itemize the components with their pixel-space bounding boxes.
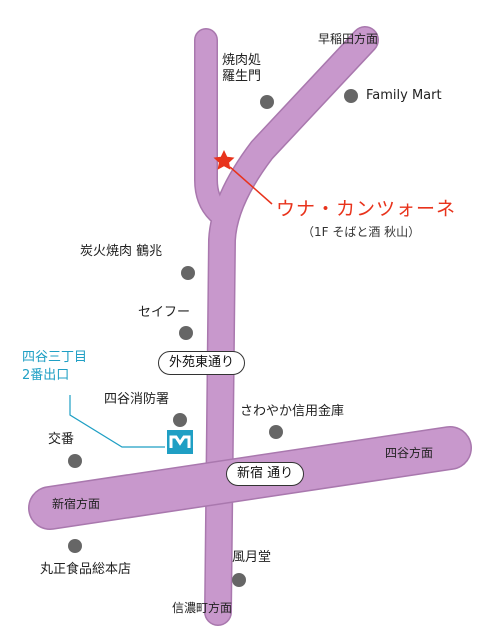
exit-leader-line [69, 395, 165, 448]
road-label-gaienhigashi: 外苑東通り [158, 351, 246, 375]
poi-dot-sawayaka[interactable] [269, 425, 283, 439]
poi-label-kouban: 交番 [48, 432, 75, 447]
poi-dot-seifu[interactable] [179, 326, 193, 340]
poi-label-tsuruchou: 炭火焼肉 鶴兆 [80, 244, 163, 259]
highlight-subtitle: （1F そばと酒 秋山） [302, 225, 421, 239]
star-icon[interactable] [213, 150, 235, 170]
direction-waseda: 早稲田方面 [318, 32, 379, 46]
highlight-name[interactable]: ウナ・カンツォーネ [276, 198, 457, 220]
poi-label-sawayaka: さわやか信用金庫 [240, 404, 345, 419]
poi-label-family-mart: Family Mart [366, 88, 442, 103]
road-gaienhigashi [194, 26, 379, 626]
highlight-leader-line [229, 166, 273, 205]
poi-label-marumasa: 丸正食品総本店 [40, 562, 132, 577]
poi-dot-yakiniku-rashomon[interactable] [260, 95, 274, 109]
poi-dot-fugetsudo[interactable] [232, 573, 246, 587]
direction-yotsuya: 四谷方面 [385, 446, 434, 460]
poi-label-seifu: セイフー [138, 305, 191, 320]
poi-label-shoubousho: 四谷消防署 [104, 392, 170, 407]
poi-dot-kouban[interactable] [68, 454, 82, 468]
subway-marunouchi-icon[interactable] [167, 430, 193, 454]
direction-shinanomachi: 信濃町方面 [172, 601, 233, 615]
poi-dot-shoubousho[interactable] [173, 413, 187, 427]
poi-label-yakiniku-rashomon: 焼肉処 羅生門 [222, 53, 262, 85]
poi-dot-tsuruchou[interactable] [181, 266, 195, 280]
poi-label-fugetsudo: 風月堂 [232, 550, 272, 565]
poi-dot-family-mart[interactable] [344, 89, 358, 103]
road-label-shinjuku: 新宿 通り [226, 462, 305, 486]
station-exit-label: 四谷三丁目 2番出口 [22, 350, 88, 383]
poi-dot-marumasa[interactable] [68, 539, 82, 553]
direction-shinjuku: 新宿方面 [52, 497, 101, 511]
